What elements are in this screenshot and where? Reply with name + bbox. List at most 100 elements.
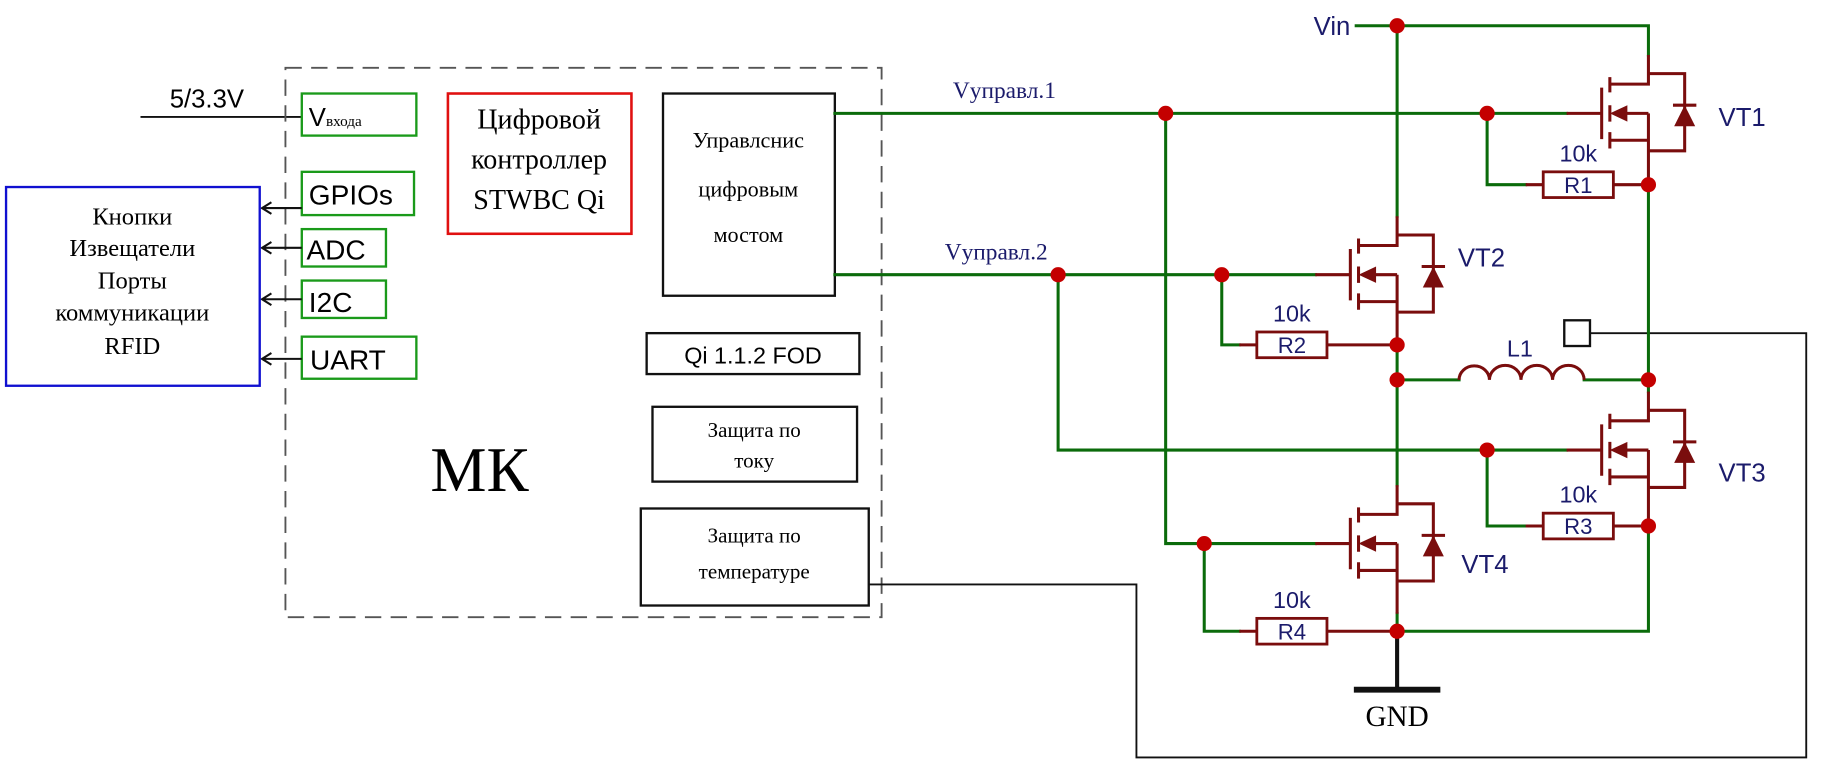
junctions [1050,18,1657,639]
resistor-ref: R1 [1564,173,1592,198]
peripheral-arrows [260,201,302,366]
pin-vin-main: V [309,104,327,132]
junction-dot [1050,267,1066,283]
junction-dot [1479,442,1495,458]
mosfet-gate [1566,87,1604,140]
mosfet-arrow [1609,105,1628,122]
mosfet-gate [1566,424,1604,476]
wire-ctrl2-vt3 [1056,273,1569,452]
resistor-body [1255,330,1329,360]
resistor-ref: R2 [1278,333,1306,358]
body-diode-icon [1422,266,1444,288]
resistor-body [1255,616,1329,646]
mosfet-3: VT3 [1566,391,1766,521]
pin-vin-sub: входа [326,113,362,130]
wire-r2 [1220,273,1241,347]
mosfet-4: VT4 [1315,485,1509,614]
peripherals-box: Кнопки Извещатели Порты коммуникации RFI… [4,185,261,387]
temp-sensor-pin [1563,319,1592,348]
resistor-body [1541,511,1615,541]
pin-vin: Vвхода [300,92,418,137]
wires [833,24,1650,633]
current-protection-box: Защита по току [651,405,859,483]
mosfet-gate [1315,248,1352,301]
bridge-control-line-1: Управлснис [693,127,804,152]
junction-dot [1389,337,1405,353]
mosfet-arrow [1609,441,1628,459]
junction-dot [1389,18,1405,34]
body-diode-wire [1648,72,1697,153]
bridge-control-line-2: цифровым [698,176,798,201]
peripheral-ports: Порты [98,268,167,295]
mosfet-label: VT3 [1719,460,1766,488]
pin-uart: UART [300,335,418,380]
body-diode-icon [1674,441,1696,463]
resistor-value: 10k [1559,482,1597,508]
arrow-uart [260,352,302,366]
mosfet-gate [1315,517,1352,570]
resistor-value: 10k [1273,587,1311,613]
fod-box: Qi 1.1.2 FOD [645,331,861,376]
wire-r4 [1202,542,1241,633]
controller-box: Цифровой контроллер STWBC Qi [446,92,633,236]
current-protection-line-1: Защита по [708,418,801,442]
wire-ctrl1-vt4 [1164,111,1317,546]
pin-adc-label: ADC [306,235,365,266]
mosfet-2: VT2 [1315,216,1505,345]
mosfet-label: VT4 [1461,551,1508,579]
junction-dot [1640,518,1657,534]
ground-symbol: GND [1353,631,1441,733]
bridge-control-box: Управлснис цифровым мостом [661,92,837,297]
mosfet-drain-source [1358,216,1399,345]
temp-sense-wire [868,332,1808,759]
pin-i2c-label: I2C [309,287,353,318]
body-diode-wire [1648,408,1697,489]
temp-protection-line-1: Защита по [708,523,801,547]
peripheral-detectors: Извещатели [69,235,195,262]
junction-dot [1158,105,1174,121]
resistor-value: 10k [1273,300,1311,326]
resistor-body [1541,170,1615,199]
mosfet-arrow [1358,535,1377,552]
inductor-label: L1 [1507,336,1533,362]
net-label-vin: Vin [1314,13,1351,41]
mosfet-label: VT2 [1458,245,1505,273]
mosfet-label: VT1 [1719,104,1766,132]
body-diode-wire [1397,502,1446,583]
mcu-boundary [284,66,883,619]
arrow-gpio [260,201,302,215]
net-label-ctrl1: Vуправл.1 [953,78,1056,104]
junction-dot [1389,372,1405,388]
body-diode-icon [1422,535,1444,557]
resistor-ref: R4 [1278,619,1306,644]
wire-r3 [1485,448,1528,528]
net-label-ctrl2: Vуправл.2 [945,240,1048,266]
gnd-label: GND [1365,701,1428,733]
junction-dot [1640,177,1657,193]
supply-label: 5/3.3V [170,86,245,114]
temp-protection-box: Защита по температуре [639,507,870,607]
mcu-label: МК [430,435,529,505]
peripheral-rfid: RFID [104,333,160,360]
arrow-i2c [260,292,302,306]
inductor-coil [1457,363,1586,381]
controller-line-1: Цифровой [477,105,601,136]
wire-vin [1354,24,1650,57]
resistor-ref: R3 [1564,514,1592,539]
junction-dot [1196,535,1212,552]
peripheral-buttons: Кнопки [92,203,172,230]
junction-dot [1389,623,1405,639]
mosfet-drain-source [1609,391,1650,521]
temp-protection-line-2: температуре [699,560,810,584]
fod-label: Qi 1.1.2 FOD [684,343,822,369]
body-diode-wire [1397,233,1446,314]
pin-uart-label: UART [310,344,386,375]
bridge-control-line-3: мостом [713,222,783,247]
controller-line-2: контроллер [471,144,607,175]
